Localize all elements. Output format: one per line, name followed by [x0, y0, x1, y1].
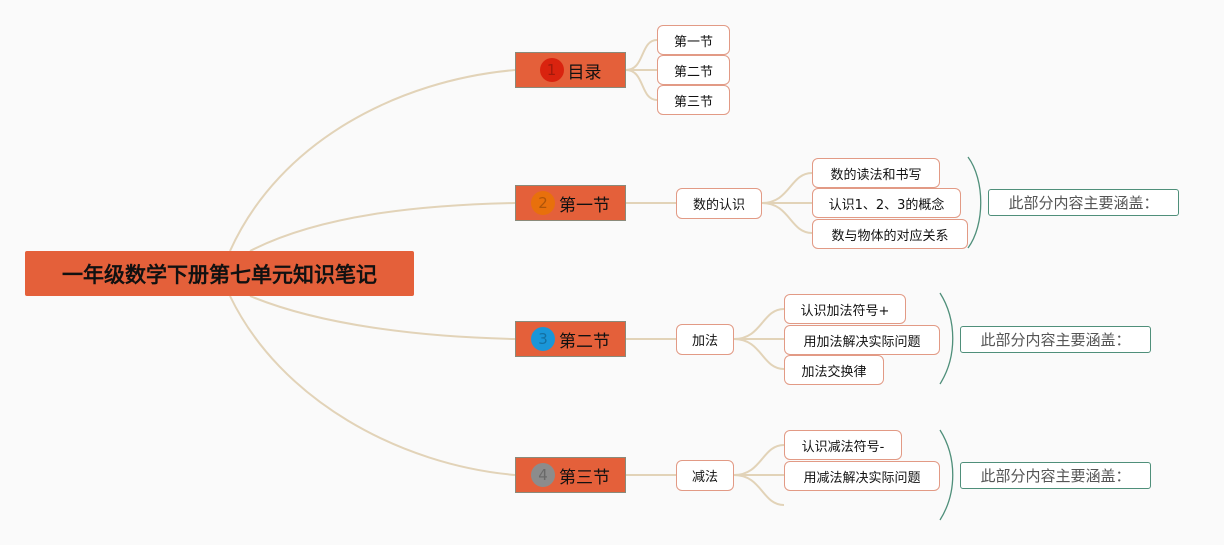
- connector: [761, 172, 813, 204]
- root-topic[interactable]: 一年级数学下册第七单元知识笔记: [25, 251, 414, 296]
- connector: [625, 69, 658, 101]
- toc-item[interactable]: 第三节: [657, 85, 730, 115]
- topic-node[interactable]: 加法: [676, 324, 734, 355]
- subtopic-node[interactable]: 用减法解决实际问题: [784, 461, 940, 491]
- connector: [733, 308, 785, 340]
- priority-3-icon: 3: [531, 327, 555, 351]
- subtopic-node[interactable]: 认识1、2、3的概念: [812, 188, 961, 218]
- subtopic-node[interactable]: 认识加法符号+: [784, 294, 906, 324]
- priority-1-icon: 1: [539, 58, 564, 82]
- summary-brace: [939, 292, 954, 385]
- topic-node[interactable]: 减法: [676, 460, 734, 491]
- toc-item[interactable]: 第二节: [657, 55, 730, 85]
- branch-label: 第二节: [559, 331, 610, 352]
- subtopic-node[interactable]: 加法交换律: [784, 355, 884, 385]
- branch-label: 第一节: [559, 195, 610, 216]
- subtopic-node[interactable]: 认识减法符号-: [784, 430, 902, 460]
- summary-node[interactable]: 此部分内容主要涵盖：: [988, 189, 1179, 216]
- subtopic-node[interactable]: 数与物体的对应关系: [812, 219, 968, 249]
- connector: [761, 202, 813, 234]
- branch-label: 第三节: [559, 467, 610, 488]
- connector: [229, 69, 516, 252]
- connector: [229, 295, 516, 476]
- summary-brace: [967, 156, 982, 249]
- connector: [733, 474, 785, 506]
- connector: [249, 202, 516, 252]
- summary-node[interactable]: 此部分内容主要涵盖：: [960, 462, 1151, 489]
- summary-brace: [939, 429, 954, 521]
- subtopic-node[interactable]: 数的读法和书写: [812, 158, 940, 188]
- connector: [733, 338, 785, 370]
- summary-node[interactable]: 此部分内容主要涵盖：: [960, 326, 1151, 353]
- connector: [249, 295, 516, 340]
- priority-2-icon: 2: [531, 191, 555, 215]
- branch-label: 目录: [567, 62, 602, 83]
- connector: [733, 444, 785, 476]
- subtopic-node[interactable]: 用加法解决实际问题: [784, 325, 940, 355]
- priority-4-icon: 4: [531, 463, 555, 487]
- toc-item[interactable]: 第一节: [657, 25, 730, 55]
- topic-node[interactable]: 数的认识: [676, 188, 762, 219]
- connector: [625, 39, 658, 71]
